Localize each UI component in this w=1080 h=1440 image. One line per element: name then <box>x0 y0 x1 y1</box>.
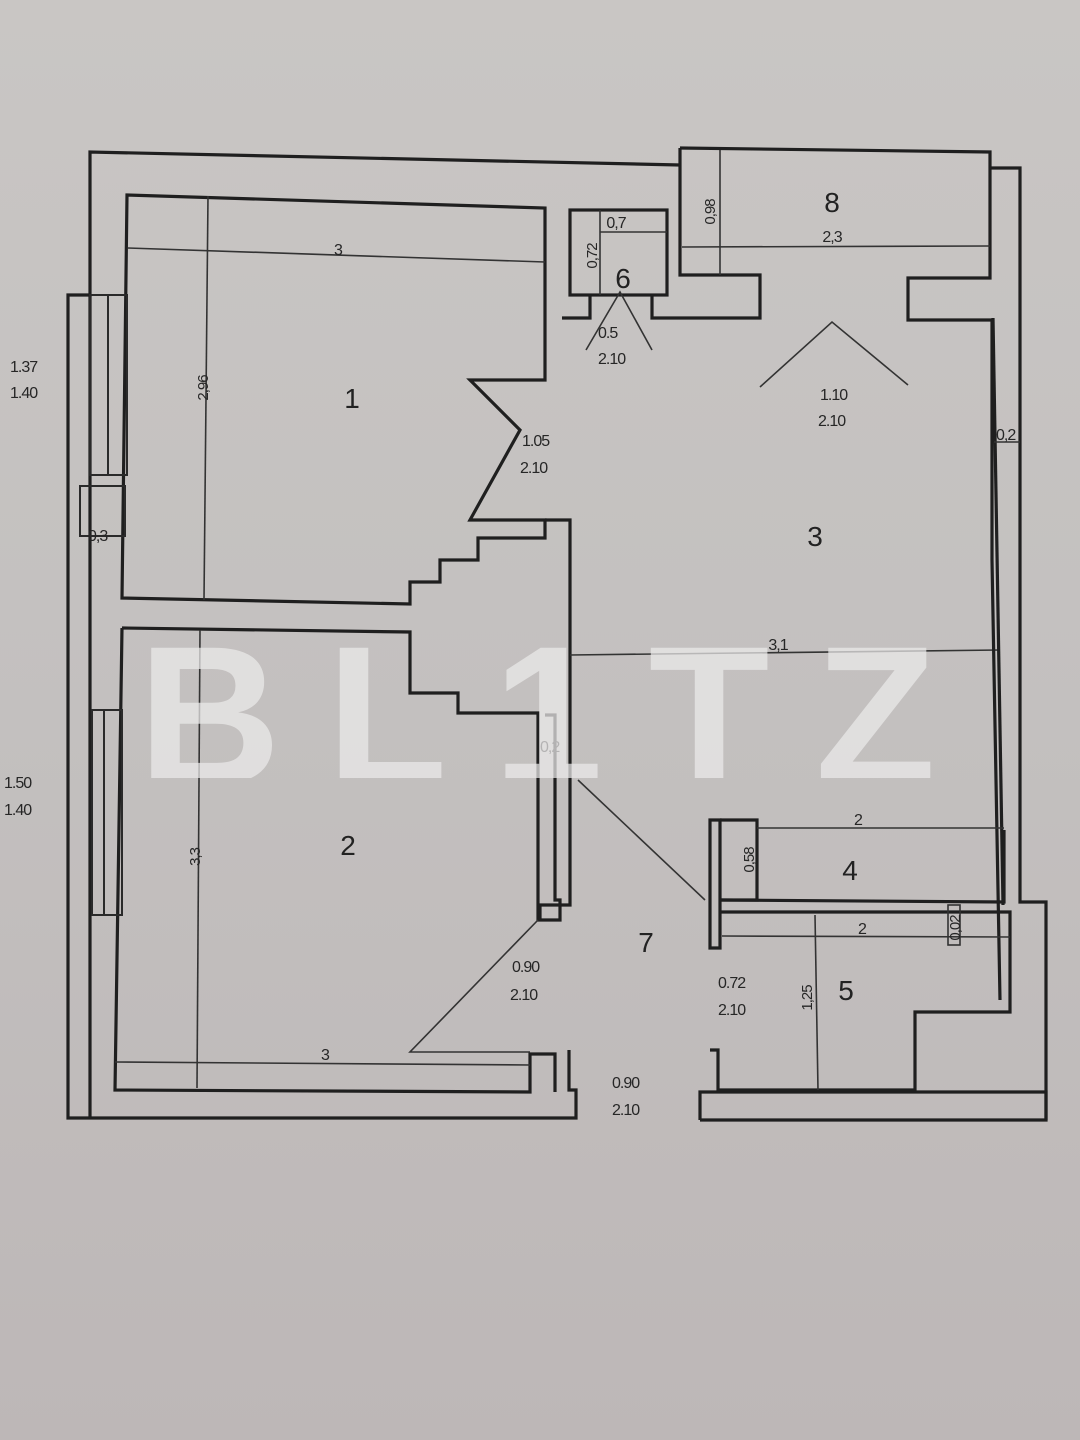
room-5-width: 2 <box>858 921 867 938</box>
room-1-width: 3 <box>334 242 343 259</box>
entrance-door-width: 0.90 <box>612 1075 640 1092</box>
right-wall-label: 0,2 <box>996 427 1016 444</box>
room-1-length: 2,96 <box>195 375 212 401</box>
room-4 <box>708 818 1006 950</box>
room-5-length: 1,25 <box>799 985 816 1011</box>
room-6-length: 0,72 <box>584 243 601 269</box>
central-wall <box>538 518 1001 920</box>
room-8-length: 0,98 <box>702 199 719 225</box>
window-1-height: 1.40 <box>10 385 38 402</box>
room-3 <box>991 317 1020 906</box>
room-2-width: 3 <box>321 1047 330 1064</box>
room-2-length: 3,3 <box>187 847 204 866</box>
room-number-7: 7 <box>638 927 654 958</box>
room-4-width: 2 <box>854 812 863 829</box>
room-8-width: 2,3 <box>822 229 842 246</box>
center-wall-label: 0,2 <box>540 739 560 756</box>
room-number-2: 2 <box>340 830 356 861</box>
room-2 <box>91 626 562 1094</box>
room-6-width: 0,7 <box>606 215 626 232</box>
room-1 <box>79 193 547 606</box>
outer-walls <box>66 150 1048 1122</box>
door-8-height: 2.10 <box>818 413 846 430</box>
room-6 <box>562 208 670 351</box>
room-number-3: 3 <box>807 521 823 552</box>
room-number-1: 1 <box>344 383 360 414</box>
window-1-width: 1.37 <box>10 359 38 376</box>
room-number-8: 8 <box>824 187 840 218</box>
room-number-4: 4 <box>842 855 858 886</box>
room-3-width: 3,1 <box>768 637 788 654</box>
door-6-width: 0.5 <box>598 325 618 342</box>
room-number-6: 6 <box>615 263 631 294</box>
room-8 <box>670 146 1002 1001</box>
door-6-height: 2.10 <box>598 351 626 368</box>
door-1-width: 1.05 <box>522 433 550 450</box>
door-2-height: 2.10 <box>510 987 538 1004</box>
room-number-5: 5 <box>838 975 854 1006</box>
door-2-width: 0.90 <box>512 959 540 976</box>
door-5-width: 0.72 <box>718 975 746 992</box>
left-pier-label: 0,3 <box>88 528 108 545</box>
door-8-width: 1.10 <box>820 387 848 404</box>
window-2-height: 1.40 <box>4 802 32 819</box>
door-5-height: 2.10 <box>718 1002 746 1019</box>
room-5 <box>710 904 1012 1092</box>
room-4-length: 0,58 <box>741 847 758 873</box>
entrance-door-height: 2.10 <box>612 1102 640 1119</box>
window-2-width: 1.50 <box>4 775 32 792</box>
door-1-height: 2.10 <box>520 460 548 477</box>
partition-label: 0,02 <box>947 915 964 941</box>
